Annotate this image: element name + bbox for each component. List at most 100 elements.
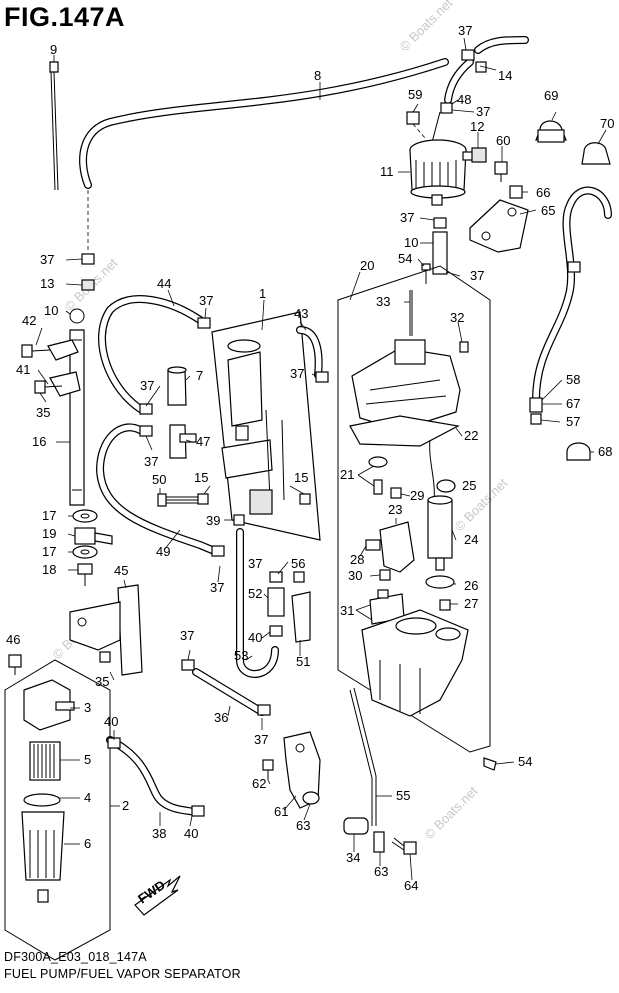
callout-29: 29 [410, 488, 424, 503]
callout-31: 31 [340, 603, 354, 618]
callout-54: 54 [518, 754, 532, 769]
spacer-63 [373, 831, 385, 853]
callout-41: 41 [16, 362, 30, 377]
callout-35: 35 [36, 405, 50, 420]
filter-bowl-6 [21, 811, 65, 903]
callout-26: 26 [464, 578, 478, 593]
separator-cover-20 [351, 339, 461, 431]
watermark: © Boats.net [397, 0, 456, 54]
hose-38 [106, 736, 205, 817]
callout-59: 59 [408, 87, 422, 102]
hose-36 [181, 659, 271, 716]
hose-43 [296, 326, 329, 383]
screw-32 [459, 341, 469, 353]
callout-66: 66 [536, 185, 550, 200]
hose-14-48 [440, 36, 529, 114]
fwd-arrow: FWD [134, 875, 181, 916]
callout-58: 58 [566, 372, 580, 387]
pipe-10 [432, 217, 448, 275]
callout-37: 37 [180, 628, 194, 643]
callout-18: 18 [42, 562, 56, 577]
callout-39: 39 [206, 513, 220, 528]
figure-caption: FUEL PUMP/FUEL VAPOR SEPARATOR [4, 967, 241, 981]
callout-14: 14 [498, 68, 512, 83]
callout-13: 13 [40, 276, 54, 291]
callout-3: 3 [84, 700, 91, 715]
callout-30: 30 [348, 568, 362, 583]
callout-22: 22 [464, 428, 478, 443]
callout-67: 67 [566, 396, 580, 411]
bolt-42 [21, 344, 51, 358]
nut-56 [293, 571, 305, 583]
callout-1: 1 [259, 286, 266, 301]
callout-52: 52 [248, 586, 262, 601]
bolt-66 [509, 185, 523, 199]
callout-17: 17 [42, 544, 56, 559]
callout-37: 37 [458, 23, 472, 38]
bolt-18 [77, 563, 93, 586]
callout-63: 63 [296, 818, 310, 833]
callout-7: 7 [196, 368, 203, 383]
screw-27 [439, 599, 451, 611]
callout-27: 27 [464, 596, 478, 611]
callout-5: 5 [84, 752, 91, 767]
clamp-13 [81, 279, 95, 291]
clip-70 [581, 142, 611, 165]
callout-labels: 9 8 37 14 48 37 59 12 60 11 66 65 69 70 … [6, 23, 614, 893]
cable-tie-9 [49, 61, 59, 191]
bracket-45 [69, 584, 143, 676]
callout-6: 6 [84, 836, 91, 851]
bolt-59 [406, 111, 426, 139]
callout-35: 35 [95, 674, 109, 689]
bolt-62 [262, 759, 274, 780]
callout-33: 33 [376, 294, 390, 309]
callout-15: 15 [294, 470, 308, 485]
callout-40: 40 [248, 630, 262, 645]
watermark: © Boats.net [422, 783, 481, 842]
callout-56: 56 [291, 556, 305, 571]
callout-32: 32 [450, 310, 464, 325]
callout-70: 70 [600, 116, 614, 131]
callout-23: 23 [388, 502, 402, 517]
callout-44: 44 [157, 276, 171, 291]
callout-20: 20 [360, 258, 374, 273]
filter-head-3 [23, 679, 75, 731]
callout-37: 37 [290, 366, 304, 381]
callout-11: 11 [380, 164, 394, 179]
nut-12 [471, 147, 487, 163]
screw-29 [390, 487, 402, 499]
callout-15: 15 [194, 470, 208, 485]
callout-37: 37 [400, 210, 414, 225]
callout-47: 47 [196, 434, 210, 449]
filter-26 [425, 575, 455, 589]
callout-16: 16 [32, 434, 46, 449]
joint-52 [267, 571, 285, 637]
callout-68: 68 [598, 444, 612, 459]
callout-42: 42 [22, 313, 36, 328]
callout-61: 61 [274, 804, 288, 819]
nut-39 [233, 514, 245, 526]
callout-38: 38 [152, 826, 166, 841]
bolt-33 [409, 290, 413, 336]
callout-37: 37 [144, 454, 158, 469]
bolt-50 [157, 493, 198, 507]
washer-17-bottom [72, 545, 98, 559]
callout-19: 19 [42, 526, 56, 541]
callout-37: 37 [476, 104, 490, 119]
callout-37: 37 [199, 293, 213, 308]
callout-40: 40 [184, 826, 198, 841]
sensor-54-bottom [483, 757, 497, 771]
callout-37: 37 [210, 580, 224, 595]
callout-9: 9 [50, 42, 57, 57]
grommet-34 [343, 817, 369, 835]
callout-62: 62 [252, 776, 266, 791]
callout-21: 21 [340, 467, 354, 482]
fitting-47 [169, 424, 197, 459]
fuel-hose-8 [79, 58, 449, 250]
screw-30 [379, 569, 391, 581]
rod-55 [349, 687, 377, 826]
callout-37: 37 [470, 268, 484, 283]
hose-53 [236, 528, 279, 678]
callout-50: 50 [152, 472, 166, 487]
